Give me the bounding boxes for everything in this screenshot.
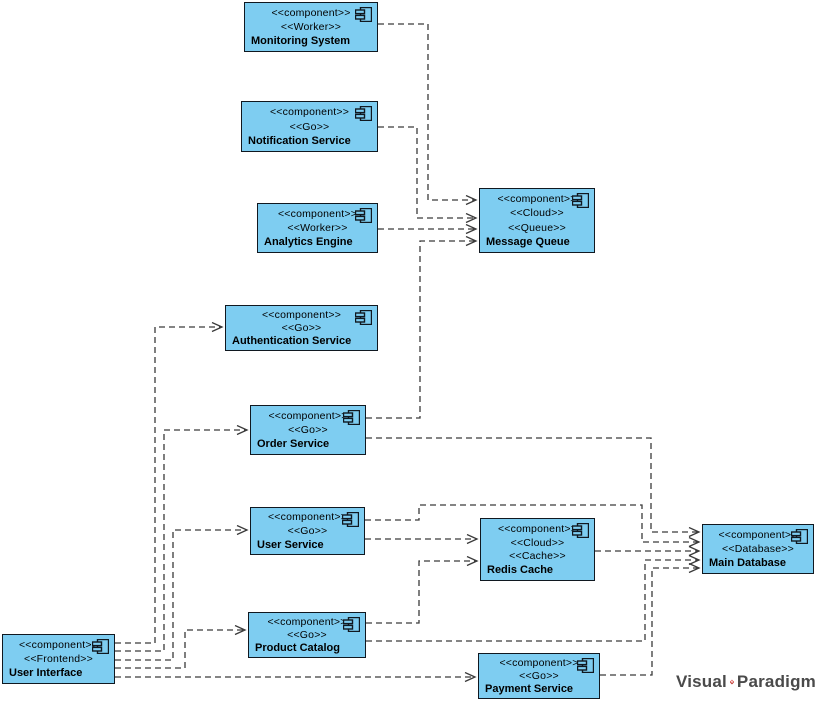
component-name: Main Database (709, 557, 787, 570)
component-icon (343, 617, 360, 632)
component-icon (355, 208, 372, 223)
component-icon (342, 512, 359, 527)
stereotype: <<Worker>> (280, 21, 342, 33)
stereotype: <<component>> (267, 511, 348, 524)
stereotype: <<Database>> (722, 543, 794, 555)
component-icon (355, 7, 372, 22)
component-name: User Service (257, 538, 324, 551)
stereotype: <<Frontend>> (24, 653, 93, 665)
component-product-catalog[interactable]: <<component>> <<Go>> Product Catalog (248, 612, 366, 658)
visual-paradigm-logo: Visual Paradigm (676, 662, 816, 702)
stereotype: <<Queue>> (508, 221, 566, 234)
component-icon (577, 658, 594, 673)
connector-ui-to-product-catalog[interactable] (115, 630, 245, 669)
connector-user-service-to-main-database[interactable] (365, 504, 699, 542)
stereotype: <<component>> (268, 409, 348, 422)
stereotype: <<Cloud>> (510, 536, 565, 549)
stereotype: <<Go>> (289, 120, 330, 133)
component-analytics-engine[interactable]: <<component>> <<Worker>> Analytics Engin… (257, 203, 378, 253)
component-icon (355, 106, 372, 121)
stereotype: <<Cache>> (509, 550, 566, 563)
component-name: Analytics Engine (264, 236, 353, 249)
connector-ui-to-authentication[interactable] (115, 327, 222, 644)
component-icon (92, 639, 109, 654)
stereotype: <<Worker>> (287, 222, 348, 234)
stereotype: <<component>> (271, 6, 351, 19)
connector-notification-to-message-queue[interactable] (378, 126, 476, 218)
component-name: Authentication Service (232, 335, 352, 348)
component-name: Product Catalog (255, 642, 340, 655)
connector-order-to-message-queue[interactable] (366, 241, 476, 419)
stereotype: <<component>> (18, 638, 99, 651)
stereotype: <<component>> (718, 528, 798, 541)
stereotype: <<Go>> (287, 629, 327, 641)
logo-word-paradigm: Paradigm (736, 672, 816, 691)
connector-order-to-main-database[interactable] (366, 437, 699, 532)
stereotype: <<component>> (497, 193, 577, 206)
stereotype: <<component>> (497, 522, 578, 535)
stereotype: <<Cloud>> (510, 207, 564, 220)
component-name: Redis Cache (487, 564, 554, 577)
component-message-queue[interactable]: <<component>> <<Cloud>> <<Queue>> Messag… (479, 188, 595, 253)
component-redis-cache[interactable]: <<component>> <<Cloud>> <<Cache>> Redis … (480, 518, 595, 581)
component-name: User Interface (9, 667, 83, 680)
component-name: Notification Service (248, 134, 351, 147)
component-notification-service[interactable]: <<component>> <<Go>> Notification Servic… (241, 101, 378, 152)
stereotype: <<component>> (261, 308, 342, 321)
visual-paradigm-diamond-icon (729, 679, 735, 685)
component-user-service[interactable]: <<component>> <<Go>> User Service (250, 507, 365, 555)
component-icon (791, 529, 808, 544)
stereotype: <<Go>> (287, 525, 328, 537)
component-name: Message Queue (486, 235, 570, 248)
connector-payment-to-main-database[interactable] (600, 568, 699, 676)
connector-ui-to-order[interactable] (115, 430, 247, 652)
stereotype: <<Go>> (281, 322, 322, 334)
component-icon (355, 310, 372, 325)
stereotype: <<Go>> (519, 670, 559, 682)
stereotype: <<component>> (267, 615, 347, 628)
component-icon (343, 410, 360, 425)
stereotype: <<component>> (277, 207, 358, 220)
connector-ui-to-user-service[interactable] (115, 530, 247, 661)
logo-word-visual: Visual (676, 672, 727, 691)
component-name: Payment Service (485, 683, 574, 696)
stereotype: <<component>> (269, 106, 350, 119)
component-icon (572, 523, 589, 538)
component-name: Monitoring System (251, 35, 351, 48)
component-name: Order Service (257, 438, 330, 451)
component-icon (572, 193, 589, 208)
connector-monitoring-to-message-queue[interactable] (378, 23, 476, 200)
stereotype: <<Go>> (288, 424, 328, 436)
component-main-database[interactable]: <<component>> <<Database>> Main Database (702, 524, 814, 574)
component-order-service[interactable]: <<component>> <<Go>> Order Service (250, 405, 366, 455)
stereotype: <<component>> (499, 656, 579, 669)
component-authentication-service[interactable]: <<component>> <<Go>> Authentication Serv… (225, 305, 378, 351)
component-payment-service[interactable]: <<component>> <<Go>> Payment Service (478, 653, 600, 699)
component-monitoring-system[interactable]: <<component>> <<Worker>> Monitoring Syst… (244, 2, 378, 52)
component-user-interface[interactable]: <<component>> <<Frontend>> User Interfac… (2, 634, 115, 684)
connector-product-to-redis[interactable] (366, 561, 477, 624)
